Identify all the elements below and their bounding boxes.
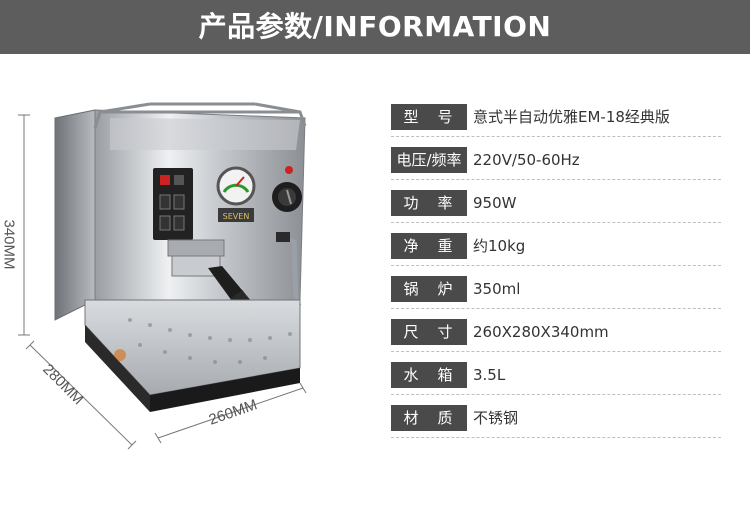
spec-row-material: 材 质 不锈钢 bbox=[391, 401, 721, 441]
spec-row-boiler: 锅 炉 350ml bbox=[391, 272, 721, 312]
height-dimension-label: 340MM bbox=[0, 219, 18, 270]
spec-value: 意式半自动优雅EM-18经典版 bbox=[473, 108, 670, 126]
divider bbox=[391, 394, 721, 395]
header-bar: 产品参数/INFORMATION bbox=[0, 0, 750, 54]
divider bbox=[391, 265, 721, 266]
spec-row-weight: 净 重 约10kg bbox=[391, 229, 721, 269]
divider bbox=[391, 351, 721, 352]
spec-value: 950W bbox=[473, 194, 517, 212]
spec-row-water-tank: 水 箱 3.5L bbox=[391, 358, 721, 398]
product-illustration: SEVEN 340MM 280MM 260MM bbox=[0, 60, 380, 503]
spec-row-size: 尺 寸 260X280X340mm bbox=[391, 315, 721, 355]
spec-value: 3.5L bbox=[473, 366, 506, 384]
spec-value: 不锈钢 bbox=[473, 409, 519, 427]
divider bbox=[391, 222, 721, 223]
spec-label: 型 号 bbox=[391, 104, 467, 130]
divider bbox=[391, 179, 721, 180]
spec-row-model: 型 号 意式半自动优雅EM-18经典版 bbox=[391, 100, 721, 140]
spec-label: 尺 寸 bbox=[391, 319, 467, 345]
spec-row-voltage: 电压/频率 220V/50-60Hz bbox=[391, 143, 721, 183]
spec-row-power: 功 率 950W bbox=[391, 186, 721, 226]
spec-label: 材 质 bbox=[391, 405, 467, 431]
spec-label: 锅 炉 bbox=[391, 276, 467, 302]
spec-value: 220V/50-60Hz bbox=[473, 151, 580, 169]
dimension-lines bbox=[18, 114, 307, 450]
spec-label: 电压/频率 bbox=[391, 147, 467, 173]
divider bbox=[391, 136, 721, 137]
divider bbox=[391, 308, 721, 309]
page-title: 产品参数/INFORMATION bbox=[198, 10, 552, 43]
spec-value: 260X280X340mm bbox=[473, 323, 609, 341]
espresso-machine-image: SEVEN bbox=[18, 102, 307, 450]
spec-value: 约10kg bbox=[473, 237, 526, 255]
divider bbox=[391, 437, 721, 438]
spec-label: 水 箱 bbox=[391, 362, 467, 388]
spec-value: 350ml bbox=[473, 280, 521, 298]
brand-badge-text: SEVEN bbox=[223, 212, 250, 221]
spec-label: 功 率 bbox=[391, 190, 467, 216]
spec-label: 净 重 bbox=[391, 233, 467, 259]
